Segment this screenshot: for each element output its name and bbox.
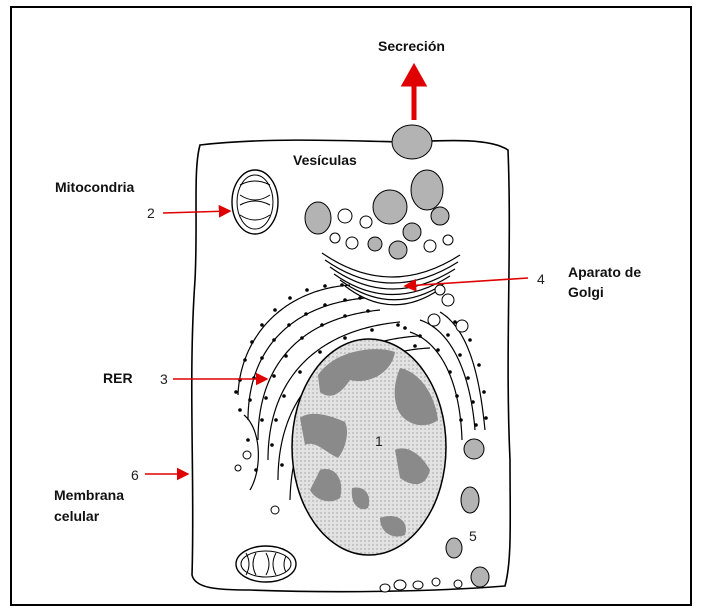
arrow-mitochondria xyxy=(163,211,230,213)
golgi-cisternae xyxy=(322,253,460,305)
mitochondrion-bottom xyxy=(236,546,296,582)
mitochondrion-top xyxy=(232,170,278,234)
number-mitochondria: 2 xyxy=(147,205,155,221)
number-golgi: 4 xyxy=(537,271,545,287)
label-golgi-line2: Golgi xyxy=(568,284,604,300)
number-rer: 3 xyxy=(160,371,168,387)
number-vesicle: 5 xyxy=(469,528,477,544)
label-membrane-line2: celular xyxy=(54,508,100,524)
secretion-arrow xyxy=(405,68,423,120)
nucleus xyxy=(292,339,446,555)
number-nucleus: 1 xyxy=(375,433,383,449)
label-vesicles: Vesículas xyxy=(293,152,357,168)
label-golgi-line1: Aparato de xyxy=(568,264,641,280)
label-membrane-line1: Membrana xyxy=(54,487,124,503)
label-rer: RER xyxy=(103,370,133,386)
number-membrane: 6 xyxy=(131,467,139,483)
label-secretion: Secreción xyxy=(378,38,445,54)
label-mitochondria: Mitocondria xyxy=(55,179,135,195)
secretion-vesicle xyxy=(392,125,432,159)
golgi-vesicles xyxy=(305,170,453,259)
